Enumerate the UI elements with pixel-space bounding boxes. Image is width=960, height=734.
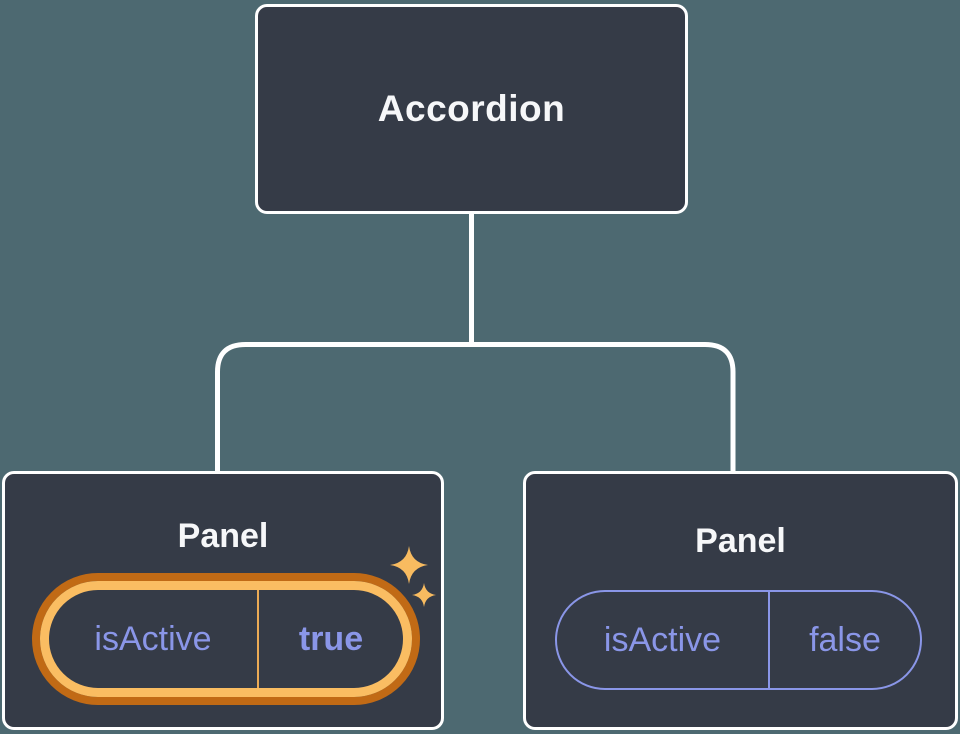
state-pill-divider — [257, 590, 259, 688]
state-pill-inactive: isActive false — [555, 590, 922, 690]
state-pill-active: isActive true — [32, 573, 420, 705]
state-value: true — [298, 619, 364, 658]
panel-node-inactive: Panel isActive false — [523, 471, 958, 730]
state-key: isActive — [94, 619, 212, 658]
state-key: isActive — [603, 620, 722, 659]
panel-node-label: Panel — [177, 517, 269, 555]
accordion-node-label: Accordion — [377, 88, 566, 129]
accordion-node: Accordion — [255, 4, 688, 214]
panel-node-label: Panel — [695, 522, 786, 560]
state-value: false — [809, 620, 881, 659]
state-pill-divider — [768, 592, 770, 688]
panel-node-active: Panel isActive true — [2, 471, 444, 730]
sparkles-icon — [390, 546, 436, 607]
